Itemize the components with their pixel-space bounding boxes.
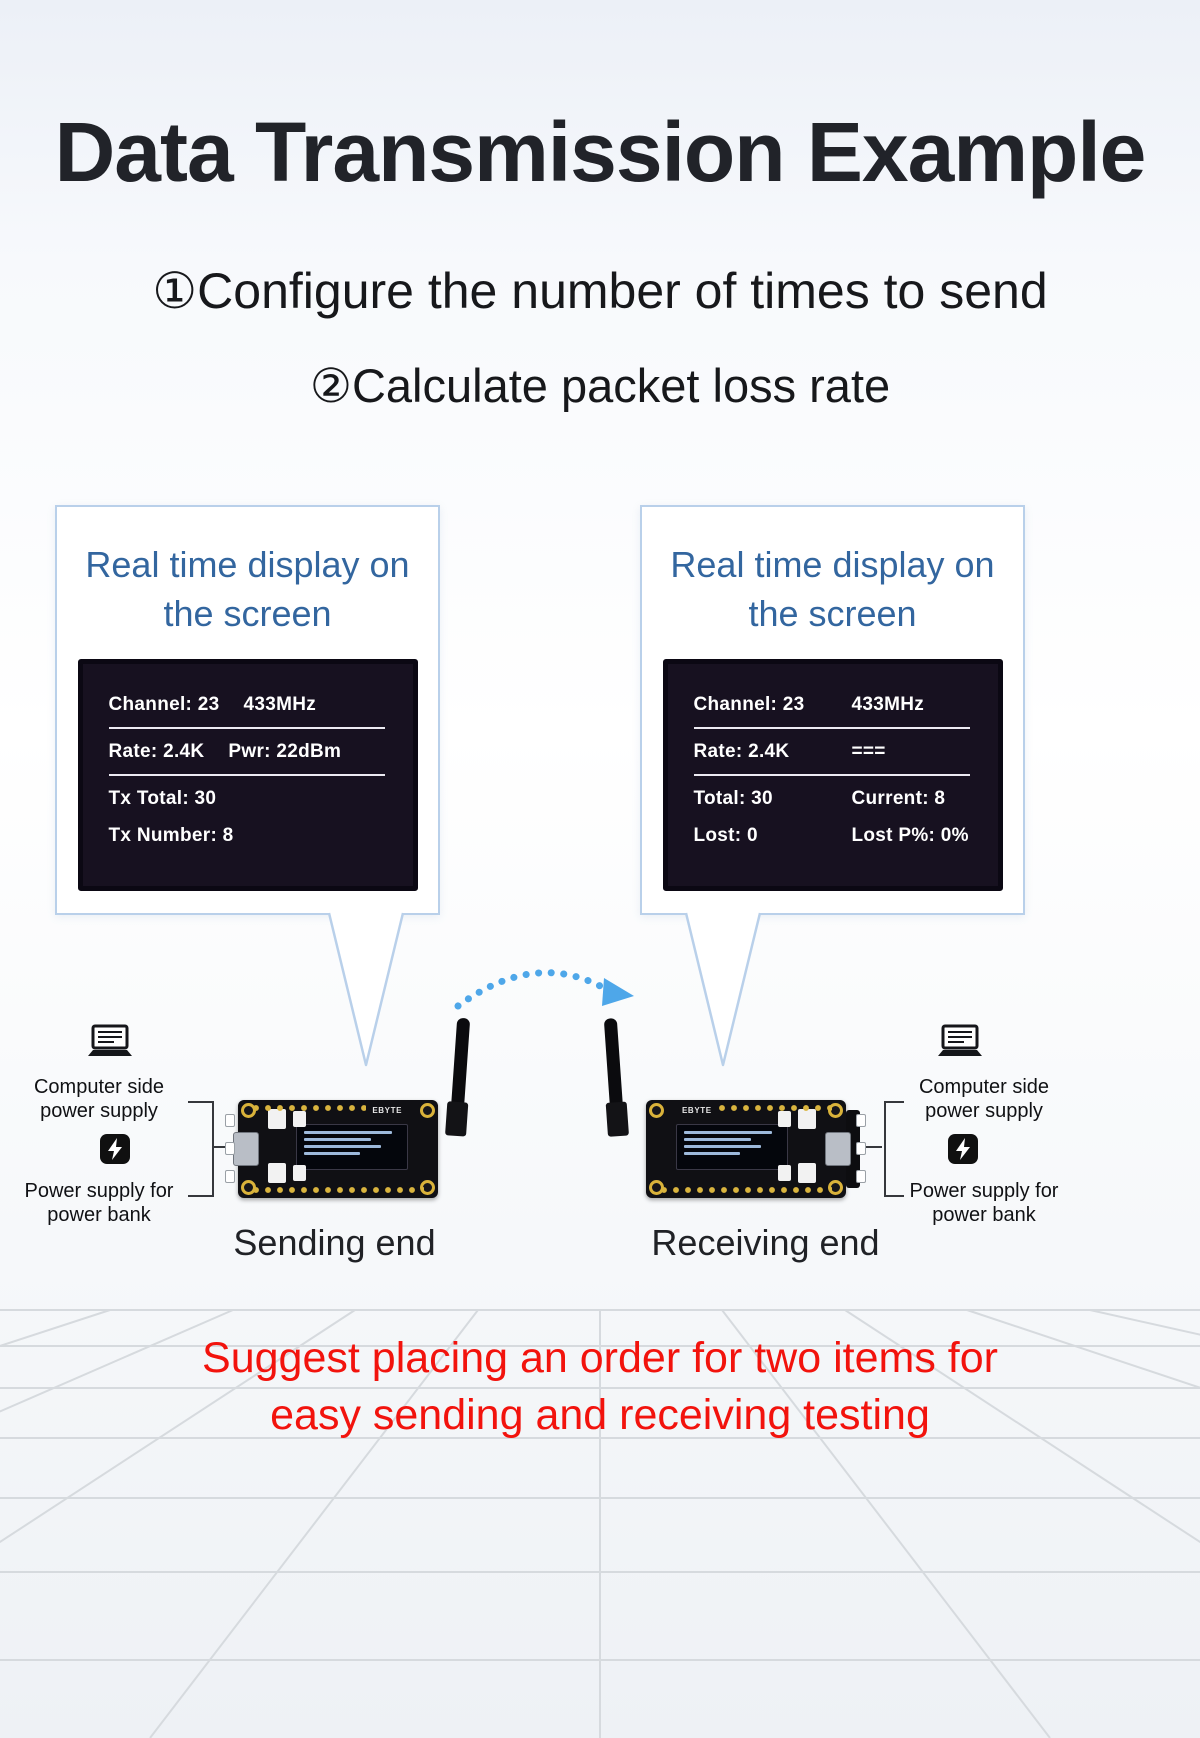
- sender-callout: Real time display on the screen Channel:…: [55, 505, 440, 915]
- step-1-text: ①Configure the number of times to send: [152, 263, 1048, 319]
- board-brand-label: EBYTE: [682, 1106, 712, 1115]
- board-component: [778, 1165, 791, 1181]
- receiving-end-label: Receiving end: [651, 1222, 880, 1263]
- oled-text-line: [684, 1138, 752, 1141]
- wireless-signal-arc-icon: [454, 969, 634, 1010]
- screen-field: 433MHz: [851, 693, 925, 715]
- antenna-base: [445, 1101, 469, 1137]
- screen-row: Tx Number: 8: [109, 825, 385, 847]
- oled-text-line: [304, 1145, 381, 1148]
- receiver-callout-heading: Real time display on the screen: [670, 544, 995, 634]
- board-component: [778, 1111, 791, 1127]
- usb-port: [825, 1132, 851, 1166]
- battery-holder: [846, 1110, 860, 1188]
- board-connector: [225, 1114, 235, 1127]
- oled-text-line: [304, 1138, 372, 1141]
- powerbank-power-label: Power supply for power bank: [909, 1180, 1059, 1226]
- screen-field: Rate: 2.4K: [108, 740, 205, 762]
- page-title: Data Transmission Example: [54, 105, 1147, 199]
- sender-board: EBYTE: [225, 1100, 438, 1198]
- oled-text-line: [684, 1152, 740, 1155]
- screen-field: Lost P%: 0%: [851, 824, 969, 846]
- screen-row: Channel: 23 433MHz: [693, 693, 970, 729]
- board-component: [293, 1165, 306, 1181]
- screen-field: Total: 30: [693, 787, 773, 809]
- board-connector: [856, 1170, 866, 1183]
- order-suggestion-note: Suggest placing an order for two items f…: [110, 1330, 1090, 1444]
- screen-row: Total: 30 Current: 8: [694, 788, 970, 810]
- lightning-bolt-icon: [100, 1134, 130, 1164]
- screen-field: 433MHz: [243, 693, 317, 715]
- screen-field: Tx Number: 8: [108, 824, 234, 846]
- screen-row: Lost: 0 Lost P%: 0%: [694, 825, 970, 847]
- board-brand-label: EBYTE: [372, 1106, 402, 1115]
- powerbank-power-label: Power supply for power bank: [24, 1180, 174, 1226]
- screen-field: Channel: 23: [693, 693, 805, 715]
- board-connector: [856, 1142, 866, 1155]
- sender-callout-tail-icon: [327, 912, 405, 1067]
- screen-field: ===: [851, 740, 886, 762]
- screen-row: Rate: 2.4K Pwr: 22dBm: [108, 740, 385, 776]
- bracket-line: [884, 1101, 904, 1197]
- screen-field: Pwr: 22dBm: [228, 740, 342, 762]
- board-component: [798, 1109, 816, 1129]
- receiver-screen-display: Channel: 23 433MHz Rate: 2.4K === Total:…: [662, 658, 1003, 891]
- screen-field: Tx Total: 30: [108, 787, 217, 809]
- board-connector: [225, 1142, 235, 1155]
- screen-row: Channel: 23 433MHz: [108, 693, 385, 729]
- lightning-bolt-icon: [948, 1134, 978, 1164]
- computer-power-label: Computer side power supply: [918, 1076, 1050, 1122]
- oled-text-line: [684, 1131, 773, 1134]
- oled-text-line: [304, 1131, 393, 1134]
- screen-field: Rate: 2.4K: [693, 740, 790, 762]
- screen-row: Rate: 2.4K ===: [693, 740, 970, 776]
- laptop-icon: [88, 1024, 132, 1056]
- screen-field: Channel: 23: [108, 693, 220, 715]
- sender-callout-heading: Real time display on the screen: [85, 544, 410, 634]
- bracket-line: [188, 1101, 214, 1197]
- board-connector: [856, 1114, 866, 1127]
- step-2-text: ②Calculate packet loss rate: [309, 359, 891, 412]
- screen-row: Tx Total: 30: [109, 788, 385, 810]
- antenna-base: [605, 1101, 629, 1137]
- screw-hole: [649, 1103, 664, 1118]
- bracket-stub-line: [862, 1146, 882, 1148]
- order-note-line-2: easy sending and receiving testing: [270, 1390, 930, 1439]
- laptop-icon: [938, 1024, 982, 1056]
- usb-port: [233, 1132, 259, 1166]
- oled-display: [296, 1124, 408, 1170]
- board-component: [268, 1163, 286, 1183]
- oled-display: [676, 1124, 788, 1170]
- board-component: [268, 1109, 286, 1129]
- screen-field: Current: 8: [851, 787, 946, 809]
- pin-header: [252, 1104, 366, 1112]
- pin-header: [660, 1186, 832, 1194]
- computer-power-label: Computer side power supply: [33, 1076, 165, 1122]
- receiver-callout: Real time display on the screen Channel:…: [640, 505, 1025, 915]
- oled-text-line: [304, 1152, 360, 1155]
- receiver-callout-tail-icon: [684, 912, 762, 1067]
- receiver-board: EBYTE: [646, 1100, 866, 1198]
- sending-end-label: Sending end: [233, 1222, 436, 1263]
- board-connector: [225, 1170, 235, 1183]
- bracket-stub-line: [214, 1146, 234, 1148]
- screen-field: Lost: 0: [693, 824, 758, 846]
- board-component: [293, 1111, 306, 1127]
- pin-header: [718, 1104, 832, 1112]
- pin-header: [252, 1186, 424, 1194]
- screw-hole: [420, 1103, 435, 1118]
- board-component: [798, 1163, 816, 1183]
- order-note-line-1: Suggest placing an order for two items f…: [202, 1334, 998, 1382]
- sender-screen-display: Channel: 23 433MHz Rate: 2.4K Pwr: 22dBm…: [77, 658, 418, 891]
- oled-text-line: [684, 1145, 761, 1148]
